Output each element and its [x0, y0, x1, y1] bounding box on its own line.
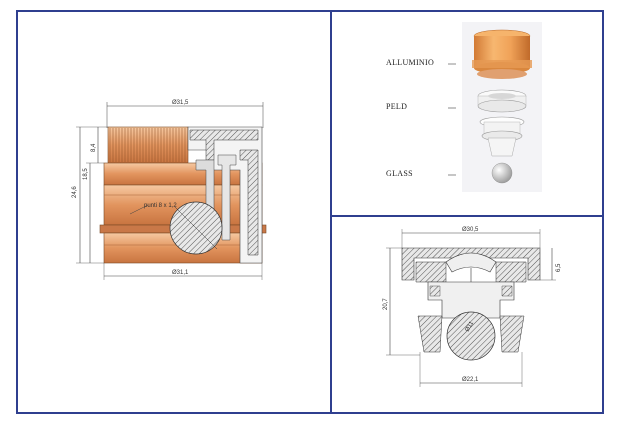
callout-label: punti 8 x 1,2 [144, 203, 177, 209]
dim-br-bottom-diameter: Ø22,1 [462, 377, 479, 383]
dim-top-diameter: Ø31,5 [172, 100, 189, 106]
label-alluminio: ALLUMINIO [386, 58, 435, 67]
exploded-parts-view [448, 22, 542, 192]
br-glass-ball [446, 311, 496, 361]
hatched-insert-side [239, 149, 259, 256]
cutaway-section [187, 126, 263, 264]
knurled-band [107, 126, 189, 164]
dim-total-height: 24,6 [72, 186, 78, 198]
dim-br-top-height: 6,5 [556, 263, 562, 272]
br-cap-shell [401, 247, 541, 281]
dim-top-height: 8,4 [91, 143, 97, 152]
dim-ball-diameter: Ø11 [465, 320, 476, 333]
dim-br-top-diameter: Ø30,5 [462, 227, 479, 233]
aluminium-cap-part [472, 29, 532, 79]
label-peld: PELD [386, 102, 408, 111]
horizontal-divider [330, 215, 604, 217]
pourer-insert-part [479, 116, 525, 157]
left-cross-section-view: Ø31,5 punti 8 x 1,2 24,6 18,5 8,4 [72, 100, 267, 280]
dim-bottom-diameter: Ø31,1 [172, 270, 189, 276]
label-glass: GLASS [386, 169, 413, 178]
dim-mid-height: 18,5 [83, 168, 89, 180]
peld-ring-part [477, 89, 527, 113]
br-wall-right [499, 315, 525, 353]
dim-br-total-height: 20,7 [383, 298, 389, 310]
br-spout [445, 252, 497, 273]
br-wall-left [417, 315, 443, 353]
glass-ball-part [491, 162, 513, 184]
vertical-divider [330, 10, 332, 414]
bottom-right-section-view: Ø30,5 Ø11 20,7 6,5 Ø22,1 [383, 227, 562, 387]
